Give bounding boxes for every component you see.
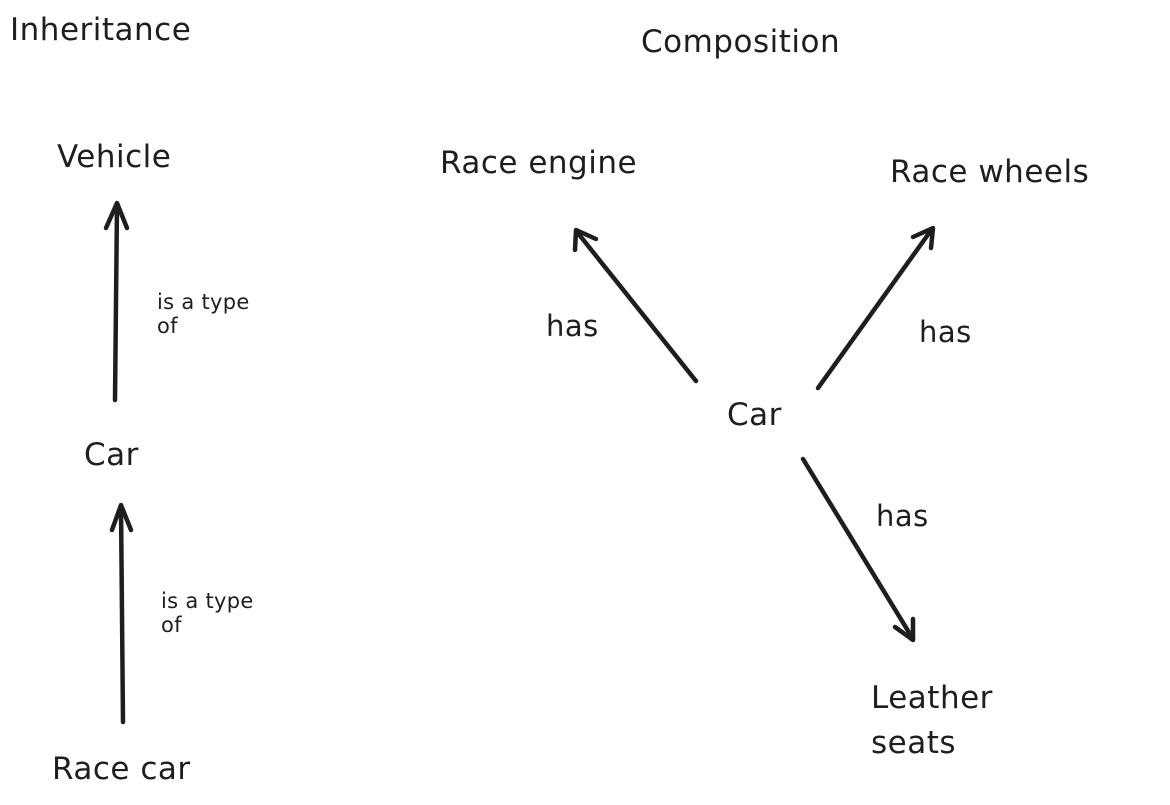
relation-label-racecar-car: is a type of <box>161 589 254 637</box>
relation-label-line1: is a type <box>157 290 250 314</box>
arrow-car-to-leather-seats <box>800 456 916 643</box>
leather-seats-line2: seats <box>871 724 957 761</box>
has-label-engine: has <box>546 309 599 343</box>
relation-label-car-vehicle: is a type of <box>157 290 250 338</box>
composition-title: Composition <box>641 24 841 60</box>
composition-node-car: Car <box>727 397 782 433</box>
arrow-car-to-race-wheels <box>815 225 936 391</box>
relation-label-line2: of <box>161 613 182 638</box>
composition-node-race-engine: Race engine <box>440 145 638 181</box>
relation-label-line1: is a type <box>161 589 254 613</box>
arrow-race-car-to-car <box>109 502 134 725</box>
has-label-seats: has <box>876 499 929 533</box>
inheritance-node-car: Car <box>84 437 139 473</box>
composition-node-race-wheels: Race wheels <box>890 154 1090 190</box>
has-label-wheels: has <box>919 315 972 349</box>
arrow-car-to-vehicle <box>103 200 130 403</box>
relation-label-line2: of <box>157 314 178 339</box>
inheritance-title: Inheritance <box>10 12 192 48</box>
arrow-car-to-race-engine <box>572 227 699 384</box>
composition-node-leather-seats: Leather seats <box>871 676 993 766</box>
inheritance-node-vehicle: Vehicle <box>57 139 172 175</box>
leather-seats-line1: Leather <box>871 680 993 716</box>
inheritance-node-race-car: Race car <box>52 751 191 787</box>
